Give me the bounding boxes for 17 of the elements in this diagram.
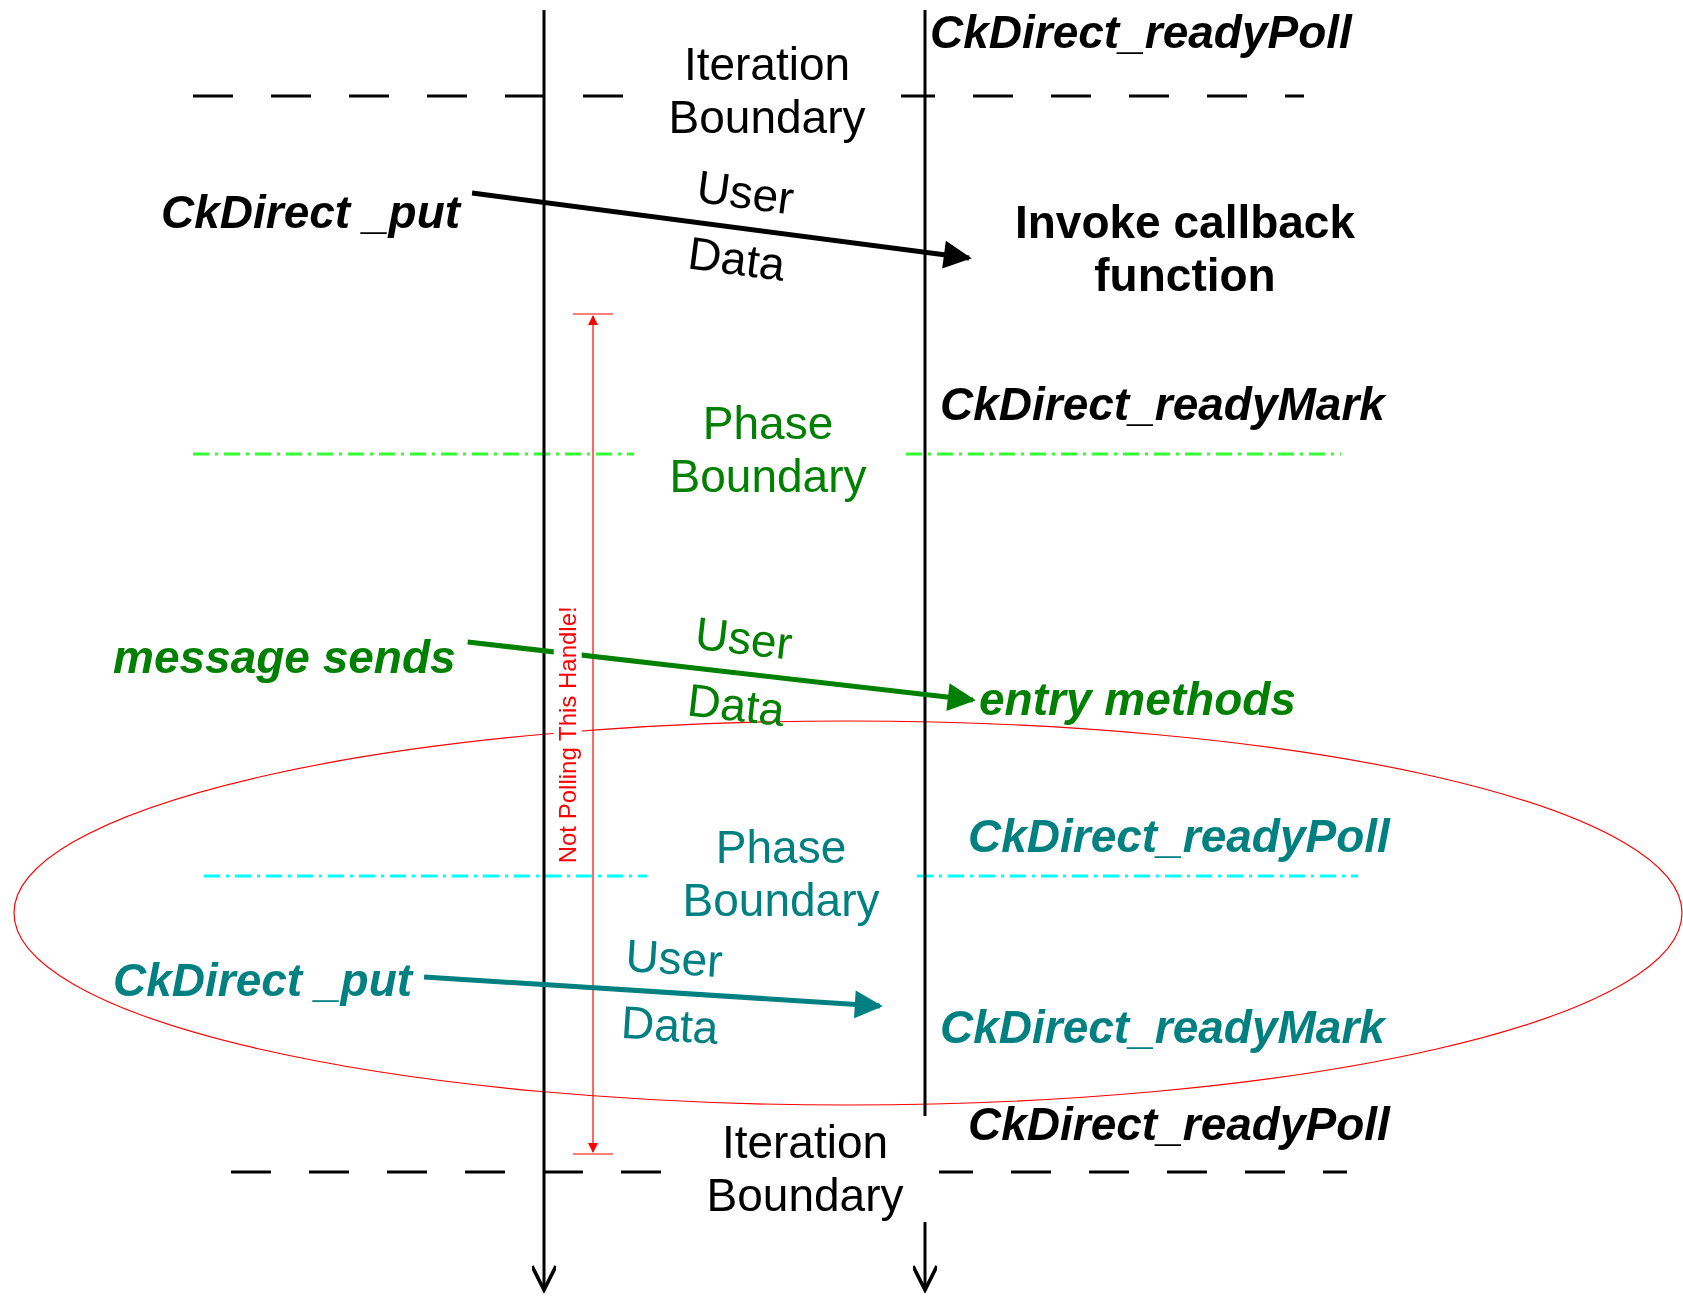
dimension-label: Not Polling This Handle! bbox=[553, 606, 581, 864]
edge-label: User Data bbox=[683, 159, 798, 293]
function-name: CkDirect_readyMark bbox=[940, 1001, 1385, 1054]
arrow bbox=[471, 190, 972, 269]
callback-text: Invoke callback function bbox=[975, 196, 1395, 302]
edge-label: User Data bbox=[684, 605, 797, 738]
function-name: CkDirect_readyMark bbox=[940, 378, 1385, 431]
receiver-text: entry methods bbox=[979, 673, 1296, 726]
function-name: CkDirect_readyPoll bbox=[968, 1098, 1390, 1151]
function-name: CkDirect_readyPoll bbox=[968, 810, 1390, 863]
sender-call-text: CkDirect _put bbox=[161, 186, 461, 239]
arrow bbox=[423, 974, 883, 1019]
arrow bbox=[467, 639, 976, 712]
function-name: CkDirect_readyPoll bbox=[930, 6, 1352, 59]
edge-label: User Data bbox=[618, 928, 726, 1056]
sender-call-text: message sends bbox=[113, 631, 456, 684]
sender-call-text: CkDirect _put bbox=[113, 954, 413, 1007]
